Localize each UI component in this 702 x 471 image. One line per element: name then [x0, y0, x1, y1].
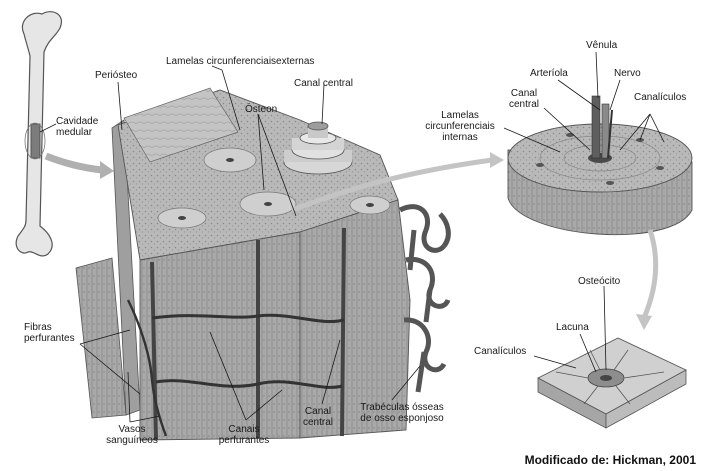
- label-canais-perfurantes-line2: perfurantes: [212, 435, 276, 446]
- label-vasos-sanguineos: Vasos sanguíneos: [102, 424, 162, 446]
- label-fibras-perfurantes-line1: Fibras: [24, 322, 75, 333]
- label-canal-central-bottom-line1: Canal: [296, 406, 340, 417]
- credit-text: Modificado de: Hickman, 2001: [525, 453, 696, 467]
- osteon-disc: [508, 96, 692, 235]
- label-trabeculas: Trabéculas ósseas de osso esponjoso: [354, 402, 450, 424]
- label-vasos-sanguineos-line2: sanguíneos: [102, 435, 162, 446]
- lacuna-detail-block: [538, 338, 686, 428]
- label-fibras-perfurantes: Fibras perfurantes: [24, 322, 75, 344]
- label-cavidade-medular-line1: Cavidade: [56, 116, 98, 127]
- label-osteocito: Osteócito: [578, 276, 620, 287]
- label-lamelas-internas-line2: circunferenciais: [415, 121, 505, 132]
- label-canais-perfurantes-line1: Canais: [212, 424, 276, 435]
- label-canal-central-top: Canal central: [294, 78, 353, 89]
- label-fibras-perfurantes-line2: perfurantes: [24, 333, 75, 344]
- femur-illustration: [16, 12, 61, 256]
- label-venula: Vênula: [586, 40, 617, 51]
- label-cavidade-medular: Cavidade medular: [56, 116, 98, 138]
- label-canal-central-right-line2: central: [504, 99, 544, 110]
- label-vasos-sanguineos-line1: Vasos: [102, 424, 162, 435]
- label-canais-perfurantes: Canais perfurantes: [212, 424, 276, 446]
- label-canaliculos-top: Canalículos: [634, 92, 686, 103]
- label-nervo: Nervo: [614, 68, 641, 79]
- label-canal-central-bottom: Canal central: [296, 406, 340, 428]
- label-canaliculos-bottom: Canalículos: [474, 346, 526, 357]
- label-canal-central-right: Canal central: [504, 88, 544, 110]
- disc-to-lacuna-arrow: [636, 230, 656, 330]
- compact-bone-block: [76, 88, 410, 440]
- label-lamelas-internas-line3: internas: [415, 132, 505, 143]
- label-cavidade-medular-line2: medular: [56, 127, 98, 138]
- label-canal-central-right-line1: Canal: [504, 88, 544, 99]
- femur-to-block-arrow: [46, 156, 114, 179]
- label-lamelas-internas-line1: Lamelas: [415, 110, 505, 121]
- label-lamelas-externas: Lamelas circunferenciaisexternas: [166, 56, 314, 67]
- label-arteriola: Arteríola: [530, 68, 568, 79]
- label-canal-central-bottom-line2: central: [296, 417, 340, 428]
- label-lamelas-internas: Lamelas circunferenciais internas: [415, 110, 505, 143]
- osteocyte-cell: [600, 375, 612, 381]
- label-lacuna: Lacuna: [556, 322, 589, 333]
- label-trabeculas-line1: Trabéculas ósseas: [354, 402, 450, 413]
- label-osteon: Ósteon: [245, 104, 277, 115]
- label-periosteo: Periósteo: [95, 70, 137, 81]
- label-trabeculas-line2: de osso esponjoso: [354, 413, 450, 424]
- medullary-cavity-marker: [31, 124, 40, 158]
